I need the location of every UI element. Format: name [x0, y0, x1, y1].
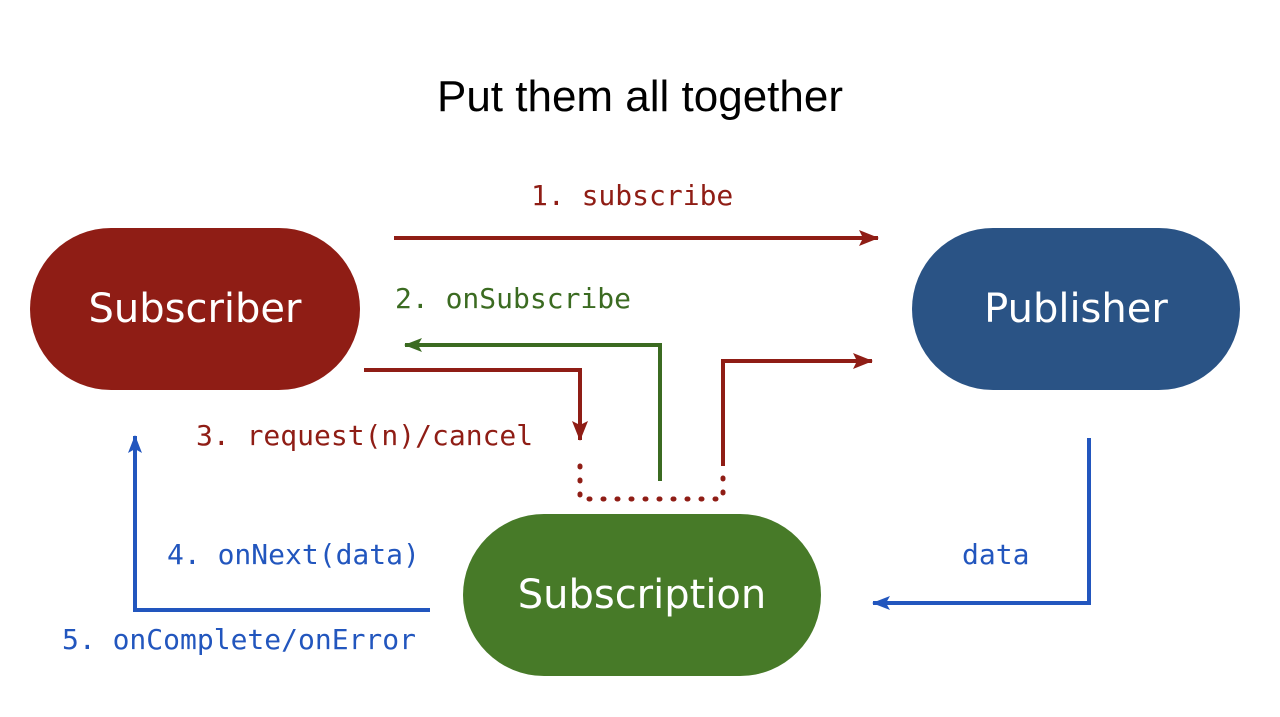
edge-request-cancel-dotted [577, 463, 726, 502]
edge-onsubscribe-arrow [404, 338, 662, 481]
edge-request-to-publisher-arrow [721, 353, 873, 466]
node-subscription-label: Subscription [517, 572, 767, 618]
edge-label-data: data [962, 538, 1030, 571]
edge-onnext-oncomplete-arrow [128, 435, 430, 612]
node-subscriber[interactable]: Subscriber [30, 228, 360, 390]
node-publisher-label: Publisher [984, 286, 1168, 332]
edge-label-oncomplete-onerror: 5. onComplete/onError [62, 623, 417, 656]
edge-label-onsubscribe: 2. onSubscribe [395, 282, 632, 315]
edge-data-arrow [872, 438, 1091, 610]
edge-label-request-cancel: 3. request(n)/cancel [196, 419, 534, 452]
edge-label-onnext: 4. onNext(data) [167, 538, 420, 571]
page-title: Put them all together [436, 72, 843, 121]
node-subscriber-label: Subscriber [88, 286, 302, 332]
node-publisher[interactable]: Publisher [912, 228, 1240, 390]
node-subscription[interactable]: Subscription [463, 514, 821, 676]
edge-label-subscribe: 1. subscribe [531, 179, 734, 212]
